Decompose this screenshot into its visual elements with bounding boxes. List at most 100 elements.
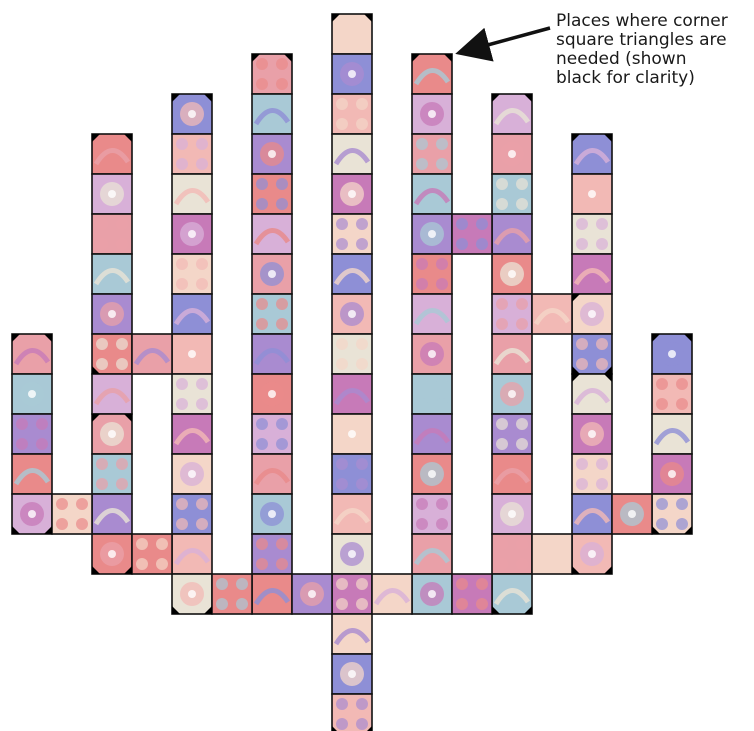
fabric-square <box>12 454 52 494</box>
fabric-square <box>172 534 212 574</box>
fabric-square <box>252 574 292 614</box>
fabric-square <box>412 254 452 294</box>
fabric-square <box>412 334 452 374</box>
fabric-square <box>492 214 532 254</box>
fabric-square <box>532 534 572 574</box>
fabric-square <box>172 334 212 374</box>
fabric-square <box>212 574 252 614</box>
fabric-square <box>172 134 212 174</box>
fabric-square <box>172 254 212 294</box>
fabric-square <box>612 494 652 534</box>
annotation-line-1: Places where corner <box>556 12 752 31</box>
fabric-square <box>92 294 132 334</box>
fabric-square <box>412 454 452 494</box>
fabric-square <box>92 334 132 374</box>
fabric-square <box>332 94 372 134</box>
fabric-square <box>492 494 532 534</box>
fabric-square <box>292 574 332 614</box>
fabric-square <box>12 414 52 454</box>
fabric-square <box>492 454 532 494</box>
fabric-square <box>532 294 572 334</box>
fabric-square <box>332 574 372 614</box>
fabric-square <box>412 534 452 574</box>
fabric-square <box>12 494 52 534</box>
fabric-square <box>252 294 292 334</box>
fabric-square <box>412 94 452 134</box>
fabric-square <box>332 614 372 654</box>
fabric-square <box>252 334 292 374</box>
fabric-square <box>252 174 292 214</box>
fabric-square <box>332 54 372 94</box>
fabric-square <box>652 374 692 414</box>
fabric-square <box>252 214 292 254</box>
fabric-square <box>412 134 452 174</box>
fabric-square <box>172 574 212 614</box>
arrow-icon <box>462 28 550 52</box>
fabric-square <box>332 454 372 494</box>
fabric-square <box>572 494 612 534</box>
fabric-square <box>492 294 532 334</box>
fabric-square <box>172 414 212 454</box>
fabric-square <box>332 294 372 334</box>
fabric-square <box>332 174 372 214</box>
fabric-square <box>52 494 92 534</box>
fabric-square <box>332 654 372 694</box>
annotation-line-4: black for clarity) <box>556 69 752 88</box>
fabric-square <box>492 574 532 614</box>
fabric-square <box>332 254 372 294</box>
fabric-square <box>412 174 452 214</box>
fabric-square <box>332 494 372 534</box>
fabric-square <box>172 94 212 134</box>
fabric-square <box>252 374 292 414</box>
fabric-square <box>252 254 292 294</box>
fabric-square <box>252 534 292 574</box>
fabric-square <box>372 574 412 614</box>
fabric-square <box>412 414 452 454</box>
fabric-square <box>332 134 372 174</box>
fabric-square <box>572 294 612 334</box>
fabric-square <box>12 334 52 374</box>
fabric-square <box>492 174 532 214</box>
fabric-square <box>572 214 612 254</box>
fabric-square <box>652 454 692 494</box>
fabric-square <box>92 454 132 494</box>
fabric-square <box>572 414 612 454</box>
fabric-square <box>332 214 372 254</box>
fabric-square <box>92 254 132 294</box>
fabric-square <box>92 414 132 454</box>
fabric-square <box>92 174 132 214</box>
annotation-label: Places where corner square triangles are… <box>556 12 752 88</box>
fabric-square <box>332 694 372 731</box>
fabric-square <box>452 574 492 614</box>
fabric-square <box>412 214 452 254</box>
fabric-square <box>252 54 292 94</box>
fabric-square <box>332 534 372 574</box>
fabric-square <box>412 294 452 334</box>
fabric-square <box>492 374 532 414</box>
fabric-square <box>172 374 212 414</box>
annotation-line-2: square triangles are <box>556 31 752 50</box>
fabric-square <box>412 574 452 614</box>
fabric-square <box>572 534 612 574</box>
fabric-square <box>492 254 532 294</box>
fabric-square <box>132 334 172 374</box>
fabric-square <box>572 254 612 294</box>
fabric-square <box>92 214 132 254</box>
fabric-square <box>572 454 612 494</box>
fabric-square <box>252 94 292 134</box>
fabric-square <box>92 134 132 174</box>
fabric-square <box>572 134 612 174</box>
fabric-square <box>572 374 612 414</box>
fabric-square <box>132 534 172 574</box>
fabric-square <box>572 174 612 214</box>
annotation-line-3: needed (shown <box>556 50 752 69</box>
fabric-square <box>172 174 212 214</box>
fabric-square <box>92 374 132 414</box>
fabric-square <box>172 214 212 254</box>
fabric-square <box>492 534 532 574</box>
fabric-square <box>492 134 532 174</box>
fabric-square <box>252 134 292 174</box>
fabric-square <box>92 534 132 574</box>
fabric-square <box>452 214 492 254</box>
